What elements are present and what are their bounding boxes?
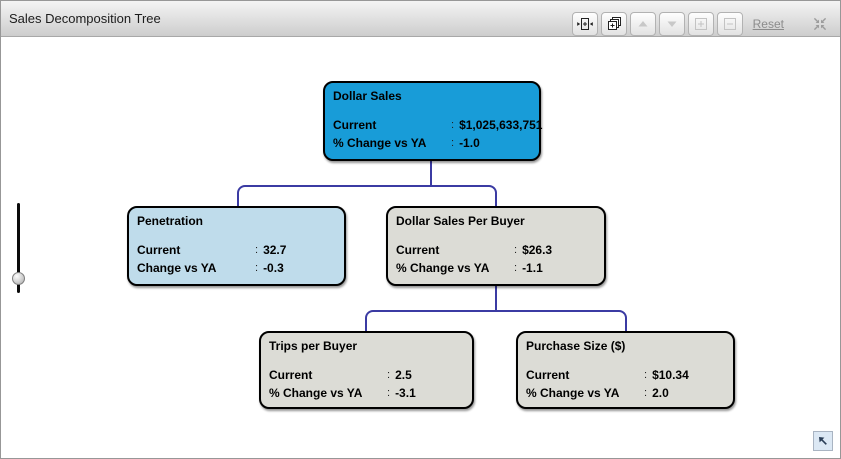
- expand-width-icon: [576, 17, 593, 31]
- metric-value: -1.0: [459, 136, 480, 150]
- connector-level1-bracket: [237, 185, 497, 207]
- zoom-out-button[interactable]: [716, 11, 743, 36]
- metric-value: $10.34: [652, 368, 689, 382]
- metric-value: $26.3: [522, 243, 553, 257]
- zoom-in-button[interactable]: [687, 11, 714, 36]
- toolbar: Reset: [569, 1, 830, 37]
- metric-value: -1.1: [522, 261, 543, 275]
- reset-button[interactable]: Reset: [752, 16, 784, 31]
- node-title: Trips per Buyer: [269, 339, 358, 353]
- metric-value: -3.1: [395, 386, 416, 400]
- node-title: Purchase Size ($): [526, 339, 626, 353]
- separator: :: [387, 369, 391, 381]
- metric-label: % Change vs YA: [396, 261, 490, 275]
- metric-row: % Change vs YA : -1.0: [333, 134, 531, 152]
- metric-value: 2.5: [395, 368, 412, 382]
- metric-label: Current: [333, 118, 377, 132]
- expand-all-levels-icon: [606, 16, 622, 32]
- node-dollar-sales-per-buyer[interactable]: Dollar Sales Per Buyer Current : $26.3 %…: [386, 206, 606, 286]
- metric-label: % Change vs YA: [269, 386, 363, 400]
- node-dollar-sales[interactable]: Dollar Sales Current : $1,025,633,751 % …: [323, 81, 542, 161]
- zoom-out-icon: [722, 16, 738, 32]
- node-purchase-size[interactable]: Purchase Size ($) Current : $10.34 % Cha…: [516, 331, 735, 409]
- metric-value: -0.3: [263, 261, 284, 275]
- separator: :: [255, 244, 259, 256]
- metric-label: Current: [396, 243, 440, 257]
- widget-header: Sales Decomposition Tree: [1, 1, 840, 37]
- node-trips-per-buyer[interactable]: Trips per Buyer Current : 2.5 % Change v…: [259, 331, 474, 409]
- connector-dspb-stub: [495, 282, 497, 312]
- separator: :: [255, 262, 259, 274]
- nw-arrow-icon: [817, 435, 829, 447]
- metric-label: % Change vs YA: [333, 136, 427, 150]
- metric-label: Current: [269, 368, 313, 382]
- metric-label: Current: [526, 368, 570, 382]
- metric-row: % Change vs YA : -1.1: [396, 259, 596, 277]
- collapse-up-button[interactable]: [629, 11, 656, 36]
- expand-down-icon: [664, 16, 680, 32]
- separator: :: [514, 244, 518, 256]
- separator: :: [451, 119, 455, 131]
- metric-label: % Change vs YA: [526, 386, 620, 400]
- zoom-in-icon: [693, 16, 709, 32]
- metric-value: 2.0: [652, 386, 669, 400]
- metric-row: Current : $10.34: [526, 366, 725, 384]
- restore-view-button[interactable]: [813, 431, 833, 451]
- expand-all-levels-button[interactable]: [600, 11, 627, 36]
- node-title: Dollar Sales: [333, 89, 402, 103]
- page-title: Sales Decomposition Tree: [9, 11, 161, 26]
- metric-label: Change vs YA: [137, 261, 217, 275]
- separator: :: [387, 387, 391, 399]
- metric-row: Change vs YA : -0.3: [137, 259, 336, 277]
- metric-row: Current : 2.5: [269, 366, 464, 384]
- tree-canvas: Dollar Sales Current : $1,025,633,751 % …: [1, 38, 840, 458]
- expand-down-button[interactable]: [658, 11, 685, 36]
- node-title: Penetration: [137, 214, 204, 228]
- metric-row: % Change vs YA : 2.0: [526, 384, 725, 402]
- metric-row: Current : $26.3: [396, 241, 596, 259]
- separator: :: [514, 262, 518, 274]
- metric-row: Current : $1,025,633,751: [333, 116, 542, 134]
- expand-width-button[interactable]: [571, 11, 598, 36]
- metric-row: % Change vs YA : -3.1: [269, 384, 464, 402]
- connector-root-stub: [430, 159, 432, 187]
- node-penetration[interactable]: Penetration Current : 32.7 Change vs YA …: [127, 206, 346, 286]
- metric-value: $1,025,633,751: [459, 118, 543, 132]
- metric-label: Current: [137, 243, 181, 257]
- separator: :: [644, 387, 648, 399]
- separator: :: [644, 369, 648, 381]
- node-title: Dollar Sales Per Buyer: [396, 214, 525, 228]
- metric-row: Current : 32.7: [137, 241, 336, 259]
- zoom-slider-track[interactable]: [17, 203, 20, 293]
- collapse-arrows-icon[interactable]: [812, 16, 828, 32]
- collapse-up-icon: [635, 16, 651, 32]
- connector-level2-bracket: [365, 310, 627, 332]
- separator: :: [451, 137, 455, 149]
- metric-value: 32.7: [263, 243, 287, 257]
- zoom-slider-thumb[interactable]: [12, 272, 25, 285]
